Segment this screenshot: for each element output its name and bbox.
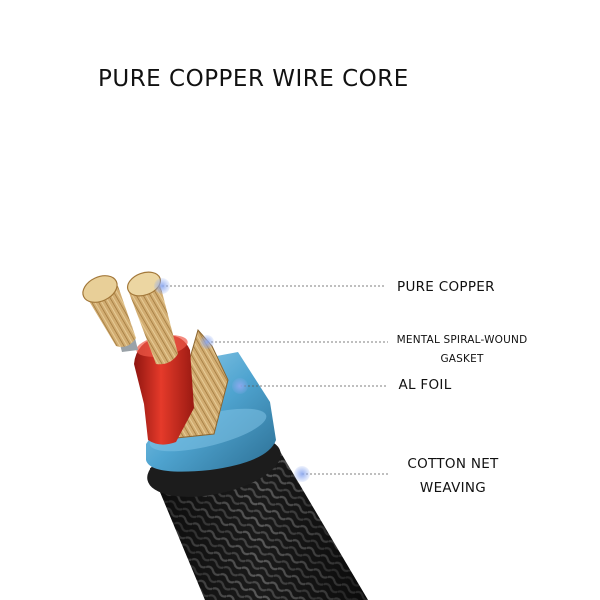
callout-dot-copper	[154, 278, 170, 294]
callout-dot-cotton	[294, 466, 310, 482]
label-spiral-gasket-line1: MENTAL SPIRAL-WOUND	[396, 334, 528, 346]
label-spiral-gasket-line2: GASKET	[440, 353, 484, 365]
callout-dots	[154, 278, 310, 482]
label-cotton-net: COTTON NET WEAVING	[393, 452, 513, 500]
copper-strands	[82, 271, 178, 365]
callout-dot-foil	[232, 378, 248, 394]
diagram-title: PURE COPPER WIRE CORE	[98, 66, 409, 92]
label-pure-copper: PURE COPPER	[397, 279, 495, 295]
callout-dot-gasket	[200, 335, 214, 349]
label-cotton-net-line2: WEAVING	[419, 480, 487, 496]
label-spiral-gasket: MENTAL SPIRAL-WOUND GASKET	[382, 331, 542, 369]
callout-lines	[162, 285, 388, 475]
label-cotton-net-line1: COTTON NET	[407, 456, 499, 472]
label-al-foil: AL FOIL	[398, 377, 452, 393]
